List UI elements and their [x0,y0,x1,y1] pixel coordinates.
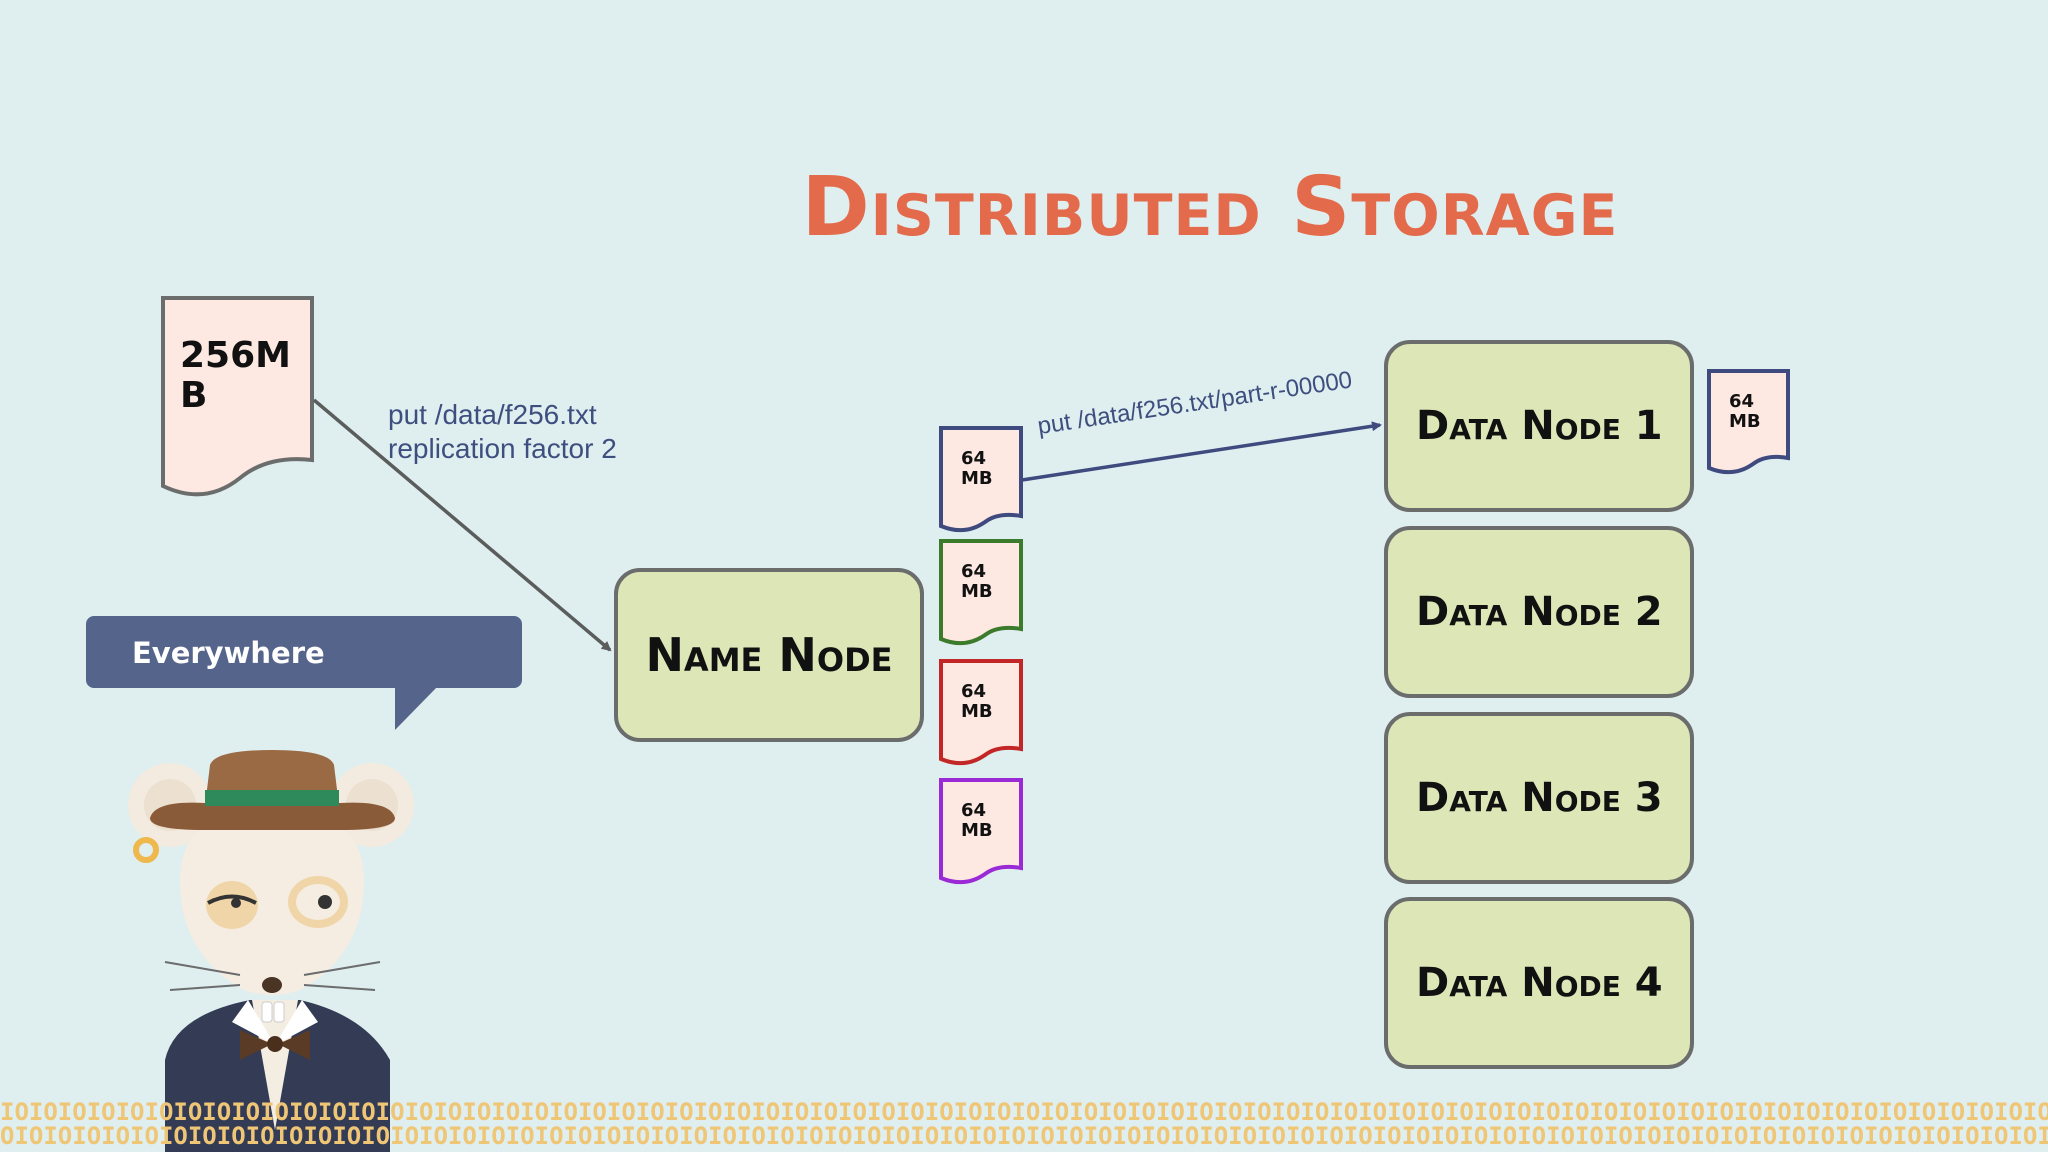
stored-chunk-label: 64 MB [1729,392,1789,432]
data-node-1[interactable]: Data Node 1 [1384,340,1694,512]
chunk-3-size: 64 [961,681,987,702]
speech-bubble-tail [395,686,438,730]
speech-bubble-text: Everywhere [132,636,325,670]
chunk-document-4 [939,778,1023,885]
chunk-document-2 [939,539,1023,646]
data-node-2[interactable]: Data Node 2 [1384,526,1694,698]
put-command-line-2: replication factor 2 [388,433,617,465]
put-command-label: put /data/f256.txt replication factor 2 [388,398,617,466]
binary-pattern-row-1: IOIOIOIOIOIOIOIOIOIOIOIOIOIOIOIOIOIOIOIO… [0,1098,2048,1126]
binary-pattern-band: IOIOIOIOIOIOIOIOIOIOIOIOIOIOIOIOIOIOIOIO… [0,1098,2048,1152]
slide-title: Distributed Storage [801,160,1619,255]
data-node-3[interactable]: Data Node 3 [1384,712,1694,884]
chunk-1-unit: MB [961,467,993,489]
stored-chunk-unit: MB [1729,410,1761,432]
chunk-3-label: 64 MB [961,682,1021,722]
rat-mascot-icon [128,750,414,1152]
arrow-file-to-namenode [312,398,612,652]
name-node[interactable]: Name Node [614,568,924,742]
chunk-2-unit: MB [961,580,993,602]
data-node-4-label: Data Node 4 [1416,960,1663,1006]
data-node-1-label: Data Node 1 [1416,403,1663,449]
chunk-document-3 [939,659,1023,766]
chunk-4-unit: MB [961,819,993,841]
chunk-document-1 [939,426,1023,533]
source-file-label: 256MB [180,335,291,416]
data-node-3-label: Data Node 3 [1416,775,1663,821]
name-node-label: Name Node [645,628,893,682]
stored-chunk-document [1707,369,1790,475]
chunk-2-size: 64 [961,561,987,582]
data-node-4[interactable]: Data Node 4 [1384,897,1694,1069]
chunk-4-label: 64 MB [961,801,1021,841]
chunk-1-size: 64 [961,448,987,469]
put-command-line-1: put /data/f256.txt [388,399,597,430]
chunk-1-label: 64 MB [961,449,1021,489]
chunk-3-unit: MB [961,700,993,722]
chunk-4-size: 64 [961,800,987,821]
arrow-chunk-to-datanode-1 [1021,421,1382,482]
chunk-2-label: 64 MB [961,562,1021,602]
data-node-2-label: Data Node 2 [1416,589,1663,635]
binary-pattern-row-2: OIOIOIOIOIOIOIOIOIOIOIOIOIOIOIOIOIOIOIOI… [0,1122,2048,1150]
speech-bubble [86,616,522,688]
stored-chunk-size: 64 [1729,391,1755,412]
source-file-document [161,296,314,497]
